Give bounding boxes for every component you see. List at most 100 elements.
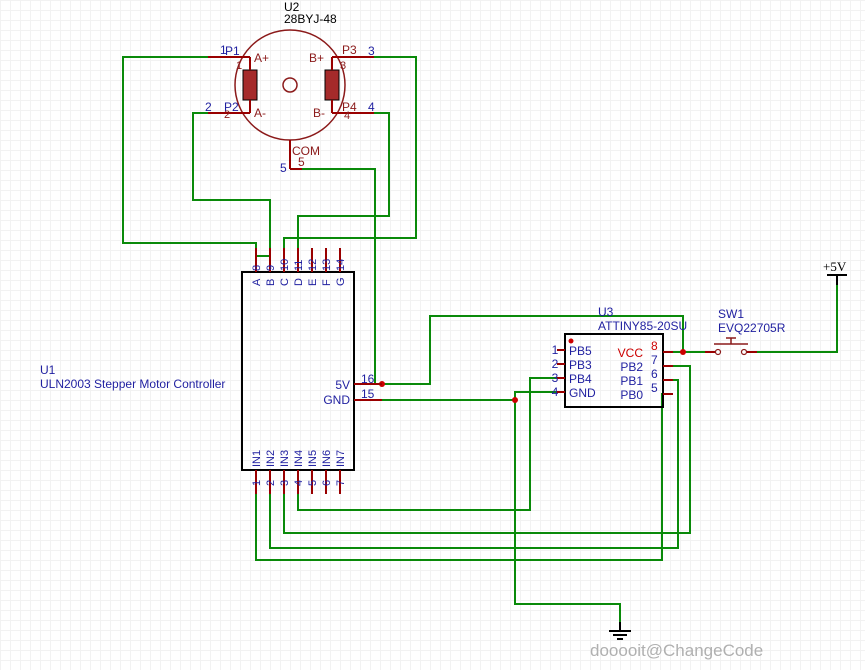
u3-pin-8-num: 8 bbox=[651, 339, 658, 353]
u1-pin-IN7-name: IN7 bbox=[335, 450, 347, 467]
u3-designator: U3 bbox=[598, 305, 614, 319]
pin-p1-name: P1 bbox=[225, 44, 240, 58]
u3-pin-2-num: 2 bbox=[552, 357, 559, 371]
u3-part: ATTINY85-20SU bbox=[598, 319, 687, 333]
u1-pin-F-name: F bbox=[321, 279, 333, 286]
u1-pin-16-num: 16 bbox=[361, 372, 375, 386]
u1-pin-IN3-name: IN3 bbox=[279, 450, 291, 467]
wire-pb0 bbox=[255, 393, 665, 561]
u3-pin-5-num: 5 bbox=[651, 381, 658, 395]
driver-u1[interactable]: U1 ULN2003 Stepper Motor Controller 8A9B… bbox=[40, 248, 382, 494]
pin-p2-wire-num: 2 bbox=[205, 100, 212, 114]
wires bbox=[122, 56, 838, 628]
wire-gnd-down bbox=[514, 400, 621, 628]
pin-p2-num: 2 bbox=[224, 109, 230, 121]
pin-p1-wire-num: 1 bbox=[220, 43, 227, 57]
pin-p3-func: B+ bbox=[309, 51, 324, 65]
u1-pin-IN2-name: IN2 bbox=[265, 450, 277, 467]
coil-b-icon bbox=[324, 69, 340, 101]
pin-p1-func: A+ bbox=[254, 51, 269, 65]
pin-p4-num: 4 bbox=[344, 110, 350, 122]
u3-pin-4-num: 4 bbox=[552, 385, 559, 399]
pin-p1-num: 1 bbox=[236, 60, 242, 72]
u1-pin-7-num: 7 bbox=[335, 480, 347, 486]
u1-pin-2-num: 2 bbox=[265, 480, 277, 486]
u1-pin-5-num: 5 bbox=[307, 480, 319, 486]
u3-pin-GND-name: GND bbox=[569, 386, 596, 400]
motor-shaft-icon bbox=[282, 77, 298, 93]
u1-pin-13-num: 13 bbox=[321, 259, 333, 271]
coil-a-icon bbox=[242, 69, 258, 101]
pin-p4-name: P4 bbox=[342, 100, 357, 114]
pin-p4-wire-num: 4 bbox=[368, 100, 375, 114]
pin-com-num: 5 bbox=[298, 155, 305, 169]
u1-designator: U1 bbox=[40, 363, 56, 377]
junction-vcc bbox=[680, 349, 686, 355]
u1-pin-8-num: 8 bbox=[251, 265, 263, 271]
wire-com bbox=[302, 168, 382, 385]
u1-pin-G-name: G bbox=[335, 277, 347, 286]
u3-pin-1-num: 1 bbox=[552, 343, 559, 357]
u3-pin-PB5-name: PB5 bbox=[569, 344, 592, 358]
power-label: +5V bbox=[823, 259, 847, 274]
wire-p4 bbox=[297, 112, 390, 270]
u1-pin-5v-name: 5V bbox=[335, 378, 350, 392]
switch-sw1[interactable]: SW1 EVQ22705R bbox=[705, 307, 786, 356]
pin-p2-name: P2 bbox=[224, 100, 239, 114]
u3-pin-PB0-name: PB0 bbox=[620, 388, 643, 402]
u1-pin-4-num: 4 bbox=[293, 480, 305, 486]
u3-left-pins: 1 PB5 2 PB3 3 PB4 4 GND bbox=[552, 343, 596, 400]
u3-pin-PB3-name: PB3 bbox=[569, 358, 592, 372]
u1-pin-E-name: E bbox=[307, 279, 319, 286]
pin-p4-func: B- bbox=[313, 106, 325, 120]
u1-body bbox=[241, 271, 355, 471]
pin-com-wire-num: 5 bbox=[280, 161, 287, 175]
u1-part: ULN2003 Stepper Motor Controller bbox=[40, 377, 225, 391]
u3-pin-3-num: 3 bbox=[552, 371, 559, 385]
wire-switch-5v bbox=[752, 282, 838, 353]
u1-pin-15-num: 15 bbox=[361, 387, 375, 401]
sw1-contact-left-icon bbox=[714, 348, 722, 356]
wire-pb2 bbox=[283, 365, 691, 534]
pin-p3-num: 3 bbox=[340, 60, 346, 72]
u1-pin-D-name: D bbox=[293, 278, 305, 286]
u1-pin-6-num: 6 bbox=[321, 480, 333, 486]
u1-pin-A-name: A bbox=[251, 278, 263, 286]
sw1-designator: SW1 bbox=[718, 307, 744, 321]
u3-pin-7-num: 7 bbox=[651, 353, 658, 367]
u2-part: 28BYJ-48 bbox=[284, 12, 337, 26]
junction-gnd bbox=[512, 397, 518, 403]
u3-pin-PB4-name: PB4 bbox=[569, 372, 592, 386]
wire-pb4 bbox=[297, 377, 557, 511]
u3-body bbox=[564, 333, 664, 408]
u1-pin-1-num: 1 bbox=[251, 480, 263, 486]
u1-pin-11-num: 11 bbox=[293, 260, 305, 271]
pin-com-name: COM bbox=[292, 144, 320, 158]
u3-pin1-marker-icon bbox=[568, 338, 574, 344]
motor-u2[interactable]: U2 28BYJ-48 1 P1 1 A+ 2 P2 2 A- B+ 3 P3 … bbox=[205, 0, 375, 175]
u1-pin-12-num: 12 bbox=[307, 259, 319, 271]
u1-pin-IN4-name: IN4 bbox=[293, 450, 305, 467]
u1-pin-3-num: 3 bbox=[279, 480, 291, 486]
pin-p2-func: A- bbox=[254, 106, 266, 120]
wire-p2 bbox=[192, 112, 271, 270]
pin-p3-name: P3 bbox=[342, 43, 357, 57]
u1-pin-IN5-name: IN5 bbox=[307, 450, 319, 467]
u3-pin-PB2-name: PB2 bbox=[620, 360, 643, 374]
u3-pin-VCC-name: VCC bbox=[618, 346, 644, 360]
u1-pin-gnd-name: GND bbox=[323, 393, 350, 407]
u1-pin-C-name: C bbox=[279, 278, 291, 286]
sw1-contact-right-icon bbox=[740, 348, 748, 356]
u1-pin-IN1-name: IN1 bbox=[251, 450, 263, 467]
ground-symbol-icon[interactable] bbox=[609, 622, 631, 640]
u1-pin-10-num: 10 bbox=[279, 259, 291, 271]
watermark: dooooit@ChangeCode bbox=[590, 641, 763, 660]
wire-5v bbox=[382, 315, 684, 385]
power-5v[interactable]: +5V bbox=[823, 259, 847, 285]
